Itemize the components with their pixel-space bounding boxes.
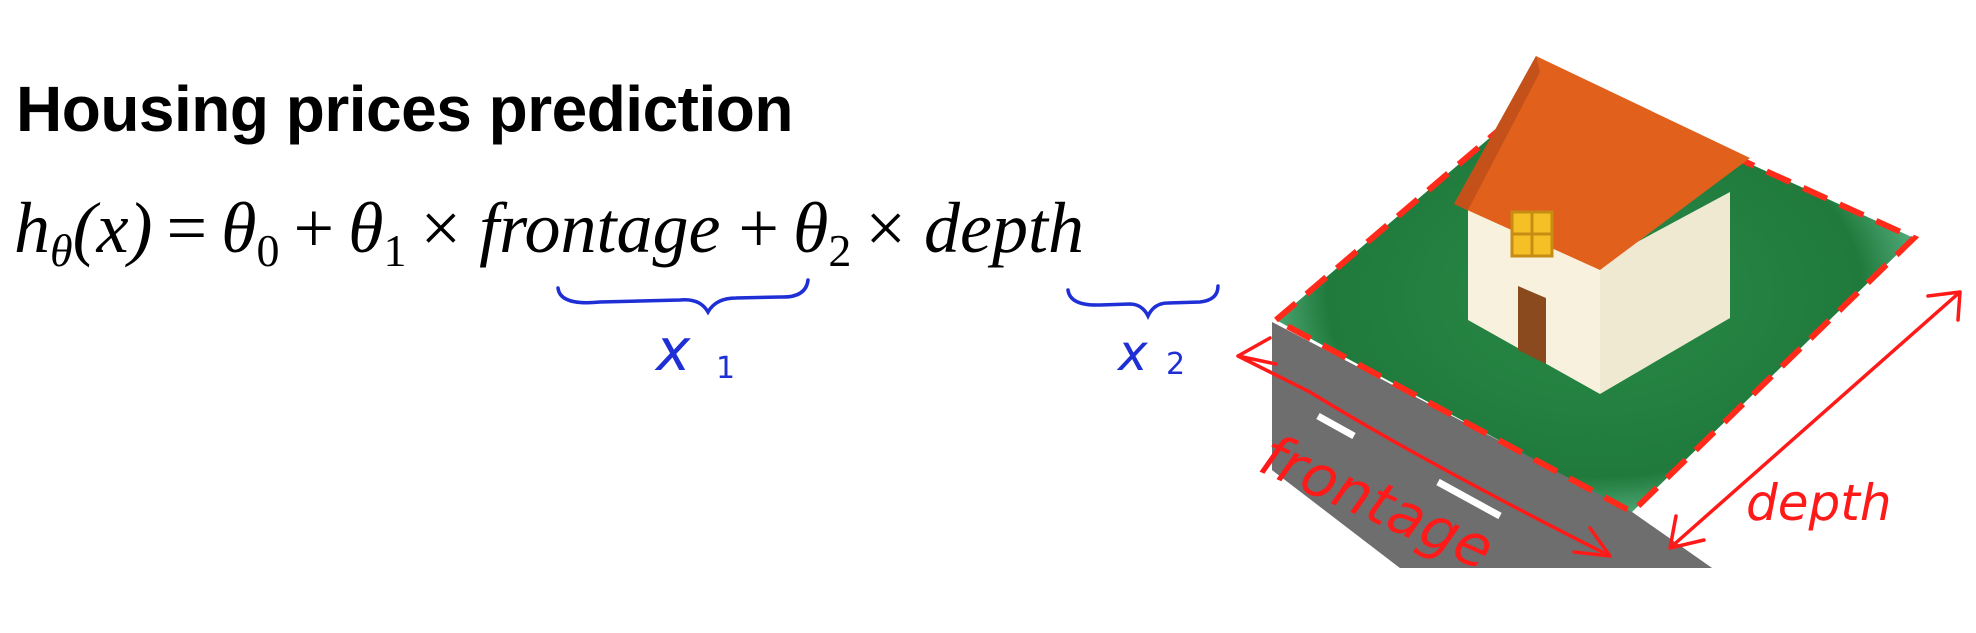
eq-theta0-sub: 0 [256, 225, 280, 276]
eq-theta2-sub: 2 [828, 225, 852, 276]
eq-h: h [14, 188, 50, 268]
eq-h-sub: θ [50, 225, 73, 276]
eq-theta0: θ [221, 188, 257, 268]
house-roof-shade [1454, 56, 1540, 210]
x2-label: x [1116, 324, 1148, 382]
frontage-arrow [1236, 336, 1612, 558]
eq-equals: = [166, 188, 208, 268]
eq-times-1: × [420, 188, 462, 268]
eq-arg: (x) [72, 188, 153, 268]
brace-depth [1066, 284, 1220, 321]
x2-subscript: 2 [1166, 347, 1185, 382]
slide-title: Housing prices prediction [16, 73, 793, 145]
road-lane-marking [1436, 478, 1502, 520]
road-lane-marking [1316, 412, 1356, 440]
lot-boundary [1270, 74, 1920, 516]
eq-feature-frontage: frontage [479, 188, 721, 268]
brace-frontage [556, 278, 810, 316]
road-edge [1272, 322, 1712, 568]
eq-plus-1: + [293, 188, 335, 268]
depth-arrow [1668, 290, 1962, 550]
depth-handwritten-label: depth [1746, 474, 1892, 532]
house-door [1518, 286, 1546, 364]
eq-times-2: × [865, 188, 907, 268]
eq-theta1: θ [348, 188, 384, 268]
eq-feature-depth: depth [924, 188, 1084, 268]
eq-plus-2: + [738, 188, 780, 268]
x1-subscript: 1 [716, 351, 735, 386]
eq-theta2: θ [793, 188, 829, 268]
house-front-wall [1468, 190, 1600, 394]
x1-label: x [654, 316, 691, 384]
hypothesis-equation: hθ(x)=θ0+θ1×frontage+θ2×depth [14, 192, 1088, 274]
eq-theta1-sub: 1 [383, 225, 407, 276]
house-side-wall [1600, 192, 1730, 394]
